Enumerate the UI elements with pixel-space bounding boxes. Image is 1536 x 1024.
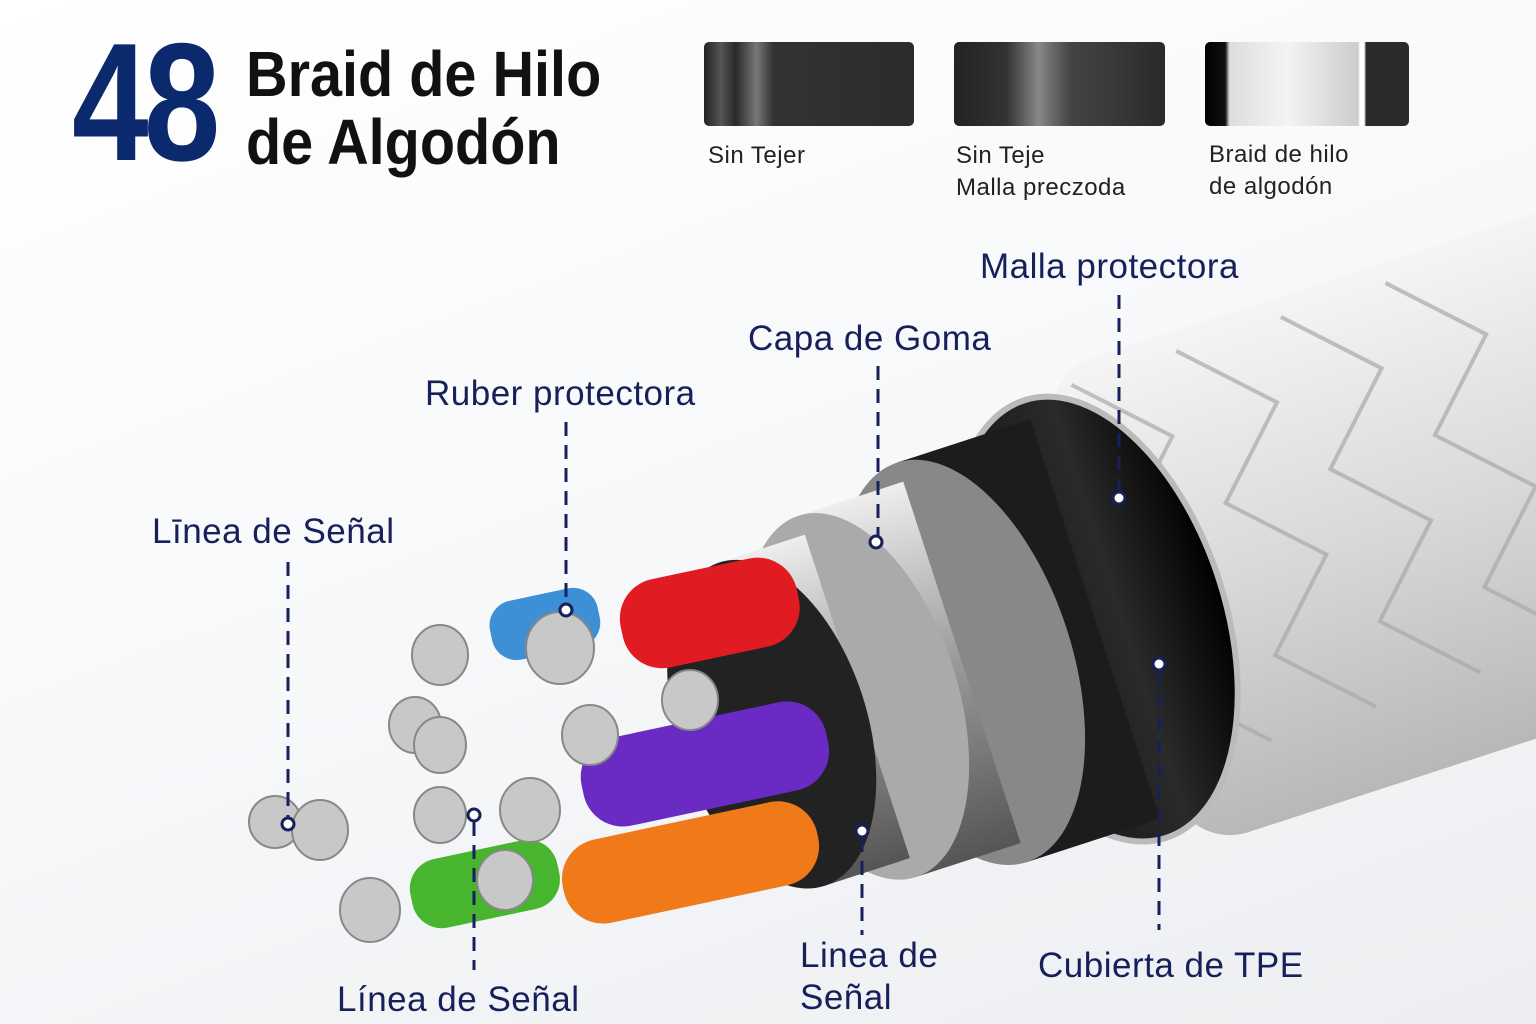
page-title: Braid de Hilo de Algodón [246, 40, 601, 176]
caption-line: de algodón [1209, 173, 1333, 200]
label-linea-senal-mid: Linea de Señal [800, 935, 938, 1019]
callout-lines [286, 295, 1161, 970]
caption-malla-preczoda: Sin Teje Malla preczoda [956, 140, 1126, 204]
caption-line: Sin Teje [956, 142, 1045, 169]
label-malla-protectora: Malla protectora [980, 247, 1239, 286]
label-capa-de-goma: Capa de Goma [748, 319, 992, 358]
thumb-braid-algodon [1205, 42, 1409, 126]
label-cubierta-tpe: Cubierta de TPE [1038, 946, 1304, 985]
label-linea-senal-bottom: Línea de Señal [337, 980, 580, 1019]
callout-dots [280, 490, 1167, 839]
caption-sin-tejer: Sin Tejer [708, 140, 805, 172]
signal-wires [248, 557, 830, 943]
caption-braid-algodon: Braid de hilo de algodón [1209, 139, 1349, 203]
caption-line: Sin Tejer [708, 142, 806, 169]
label-linea-senal-left: Līnea de Señal [152, 512, 395, 551]
title-line-2: de Algodón [246, 106, 561, 178]
caption-line: Braid de hilo [1209, 141, 1349, 168]
cable-count-number: 48 [72, 8, 220, 196]
label-ruber-protectora: Ruber protectora [425, 374, 696, 413]
label-line: Linea de [800, 936, 939, 975]
thumb-malla-preczoda [954, 42, 1165, 126]
label-line: Señal [800, 978, 893, 1017]
caption-line: Malla preczoda [956, 174, 1126, 201]
title-line-1: Braid de Hilo [246, 38, 602, 110]
thumb-sin-tejer [704, 42, 914, 126]
